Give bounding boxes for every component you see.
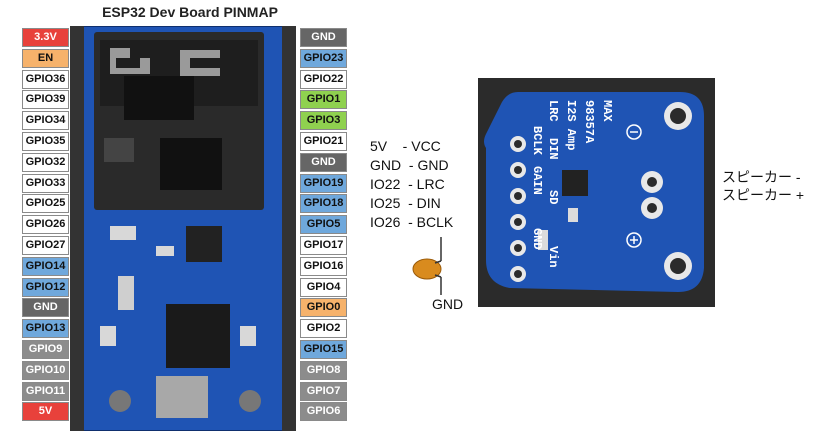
left-pin-en: EN bbox=[22, 48, 69, 68]
left-pin-5v: 5V bbox=[22, 402, 69, 422]
right-pin-gpio18: GPIO18 bbox=[300, 194, 347, 214]
right-pin-gpio8: GPIO8 bbox=[300, 360, 347, 380]
module-pin-label: BCLK bbox=[530, 126, 544, 156]
right-pin-gpio1: GPIO1 bbox=[300, 90, 347, 110]
right-pin-gpio3: GPIO3 bbox=[300, 111, 347, 131]
module-pin-label: Vin bbox=[546, 246, 560, 268]
module-chip-text: 98357A bbox=[582, 100, 596, 144]
right-pin-gpio7: GPIO7 bbox=[300, 381, 347, 401]
speaker-plus-label: スピーカー + bbox=[722, 187, 805, 203]
module-pin-label: LRC bbox=[546, 100, 560, 122]
module-pin-label: DIN bbox=[546, 138, 560, 160]
wiring-line: IO22 - LRC bbox=[370, 176, 445, 192]
left-pin-gpio35: GPIO35 bbox=[22, 132, 69, 151]
left-pin-gpio32: GPIO32 bbox=[22, 152, 69, 172]
right-pin-gnd: GND bbox=[300, 28, 347, 47]
wiring-line: IO25 - DIN bbox=[370, 195, 441, 211]
esp32-board bbox=[70, 26, 296, 431]
left-pin-gpio36: GPIO36 bbox=[22, 69, 69, 89]
left-pin-gpio34: GPIO34 bbox=[22, 111, 69, 131]
right-pin-gpio2: GPIO2 bbox=[300, 319, 347, 339]
right-pin-gpio4: GPIO4 bbox=[300, 277, 347, 297]
left-pin-gpio39: GPIO39 bbox=[22, 90, 69, 110]
module-pin-label: GAIN bbox=[530, 166, 544, 195]
module-name-text: I2S Amp bbox=[564, 100, 578, 150]
left-pin-gnd: GND bbox=[22, 298, 69, 318]
right-pin-gpio15: GPIO15 bbox=[300, 340, 347, 359]
left-pin-gpio12: GPIO12 bbox=[22, 277, 69, 297]
module-brand-text: MAX bbox=[600, 100, 614, 122]
right-pin-gpio6: GPIO6 bbox=[300, 402, 347, 422]
pinmap-title: ESP32 Dev Board PINMAP bbox=[102, 4, 278, 20]
left-pin-3.3v: 3.3V bbox=[22, 28, 69, 47]
wiring-line: IO26 - BCLK bbox=[370, 214, 454, 230]
left-pin-gpio26: GPIO26 bbox=[22, 215, 69, 235]
right-pin-gpio5: GPIO5 bbox=[300, 215, 347, 235]
capacitor-icon bbox=[412, 237, 442, 295]
right-pin-gpio23: GPIO23 bbox=[300, 48, 347, 68]
left-pin-gpio33: GPIO33 bbox=[22, 173, 69, 193]
right-pin-gpio17: GPIO17 bbox=[300, 236, 347, 255]
right-pin-gpio22: GPIO22 bbox=[300, 69, 347, 89]
capacitor-gnd-label: GND bbox=[432, 296, 464, 312]
wiring-line: GND - GND bbox=[370, 157, 449, 173]
left-pin-gpio9: GPIO9 bbox=[22, 340, 69, 359]
left-pin-gpio14: GPIO14 bbox=[22, 256, 69, 276]
right-pin-gpio21: GPIO21 bbox=[300, 132, 347, 151]
right-pin-gpio16: GPIO16 bbox=[300, 256, 347, 276]
right-pin-gpio0: GPIO0 bbox=[300, 298, 347, 318]
right-pin-gpio19: GPIO19 bbox=[300, 173, 347, 193]
left-pin-gpio10: GPIO10 bbox=[22, 360, 69, 380]
module-pin-label: SD bbox=[546, 190, 560, 204]
left-pin-gpio11: GPIO11 bbox=[22, 381, 69, 401]
module-pin-label: GND bbox=[530, 228, 544, 250]
left-pin-gpio13: GPIO13 bbox=[22, 319, 69, 339]
speaker-labels: スピーカー - スピーカー + bbox=[722, 168, 804, 204]
left-pin-gpio27: GPIO27 bbox=[22, 236, 69, 255]
right-pin-gnd: GND bbox=[300, 152, 347, 172]
wiring-line: 5V - VCC bbox=[370, 138, 441, 154]
wiring-list: 5V - VCC GND - GND IO22 - LRC IO25 - DIN IO2… bbox=[370, 137, 453, 232]
left-pin-gpio25: GPIO25 bbox=[22, 194, 69, 214]
speaker-minus-label: スピーカー - bbox=[722, 169, 801, 185]
